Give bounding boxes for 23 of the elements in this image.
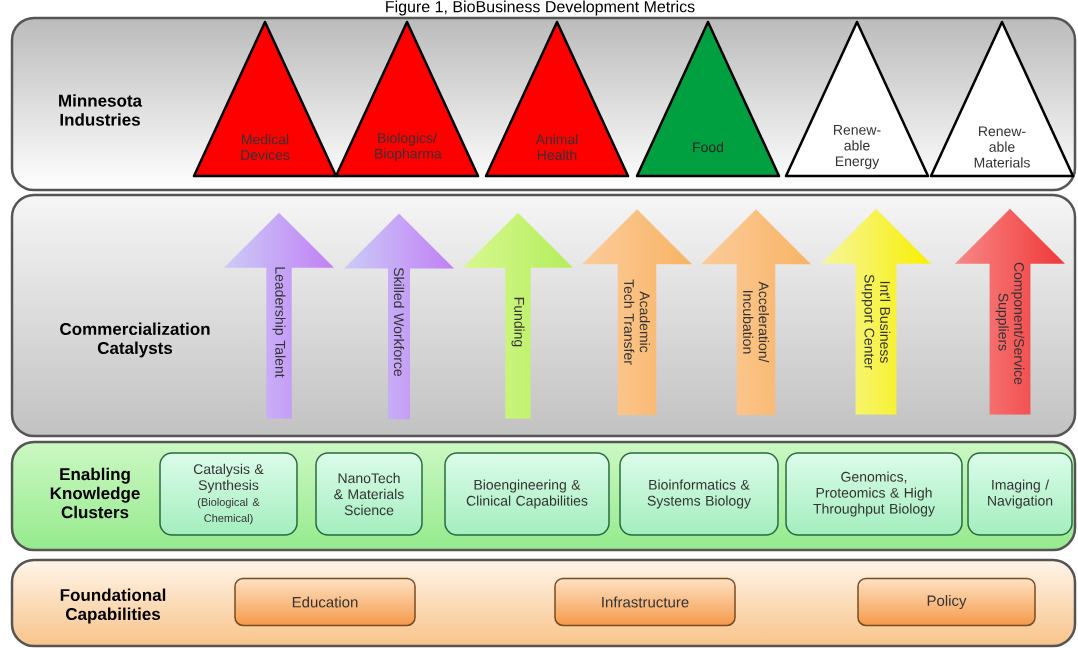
block-arrow: Funding: [511, 297, 525, 347]
triangle: Biologics/ Biopharma: [334, 20, 480, 178]
block-arrow: Acceleration/ Incubation: [743, 281, 769, 363]
title: Figure 1, BioBusiness Development Metrics: [386, 0, 695, 16]
triangle: Food: [635, 20, 781, 178]
triangle: Renew- able Energy: [784, 20, 930, 178]
triangle: Renew- able Materials: [929, 20, 1075, 178]
cluster-box: Bioinformatics & Systems Biology: [619, 452, 779, 536]
block-arrow: Skilled Workforce: [393, 267, 405, 377]
triangle: Animal Health: [484, 20, 630, 178]
block-arrow: Leadership Talent: [272, 267, 286, 378]
capability-box: Education: [234, 577, 416, 627]
cluster-box: Catalysis & Synthesis (Biological & Chemical): [159, 452, 298, 536]
cluster-box: Bioengineering & Clinical Capabilities: [444, 452, 610, 536]
cluster-box: NanoTech & Materials Science: [315, 452, 423, 536]
block-arrow: Int'l Business Support Center: [861, 274, 891, 370]
block-arrow: Academic Tech Transfer: [624, 279, 650, 365]
cluster-box: Genomics, Proteomics & High Throughput Biology: [785, 452, 963, 536]
block-arrow: Component/Service Suppliers: [995, 262, 1025, 385]
capability-box: Infrastructure: [554, 577, 736, 627]
triangle: Medical Devices: [192, 20, 338, 178]
cluster-box: Imaging / Navigation: [967, 452, 1073, 536]
capability-box: Policy: [857, 577, 1036, 627]
